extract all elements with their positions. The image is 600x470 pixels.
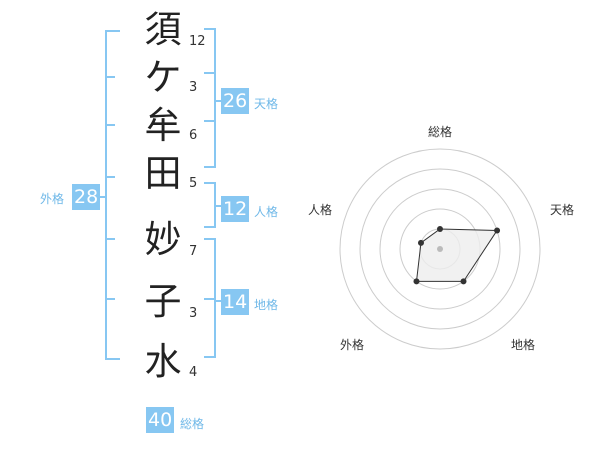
radar-point — [494, 227, 501, 234]
stroke-count: 6 — [189, 128, 198, 143]
stroke-count: 5 — [189, 176, 198, 191]
name-char: 子 — [144, 280, 182, 323]
radar-point — [460, 278, 467, 285]
stroke-count: 7 — [189, 244, 198, 259]
soukaku-badge: 40 — [146, 407, 175, 433]
chikaku-badge: 14 — [221, 289, 250, 315]
name-char: 須 — [144, 8, 182, 51]
tenkaku-badge: 26 — [221, 88, 250, 114]
stroke-count: 3 — [189, 80, 198, 95]
radar-ring — [339, 148, 541, 350]
gaikaku-label: 外格 — [40, 192, 65, 206]
radar-ring — [359, 168, 521, 330]
tenkaku-label: 天格 — [254, 97, 279, 111]
radar-label-gaikaku: 外格 — [340, 338, 365, 352]
stroke-count: 4 — [189, 365, 198, 380]
jinkaku-badge: 12 — [221, 196, 250, 222]
radar-point — [413, 278, 420, 285]
gaikaku-badge: 28 — [72, 184, 101, 210]
name-char: 妙 — [144, 218, 182, 261]
radar-center — [437, 246, 443, 252]
stroke-count: 3 — [189, 306, 198, 321]
chikaku-label: 地格 — [254, 298, 279, 312]
radar-chart — [339, 148, 541, 350]
radar-point — [417, 239, 424, 246]
radar-label-soukaku: 総格 — [428, 125, 453, 139]
radar-point — [437, 226, 443, 232]
name-char: 田 — [144, 152, 182, 195]
jinkaku-label: 人格 — [254, 205, 279, 219]
radar-shape — [415, 228, 498, 282]
soukaku-label: 総格 — [180, 417, 205, 431]
radar-label-chikaku: 地格 — [511, 338, 536, 352]
name-char: 水 — [144, 340, 182, 383]
name-char: ケ — [144, 56, 182, 99]
radar-ring — [379, 188, 501, 310]
stroke-count: 12 — [189, 34, 206, 49]
radar-label-tenkaku: 天格 — [550, 203, 575, 217]
name-char: 牟 — [144, 104, 182, 147]
radar-label-jinkaku: 人格 — [308, 203, 333, 217]
